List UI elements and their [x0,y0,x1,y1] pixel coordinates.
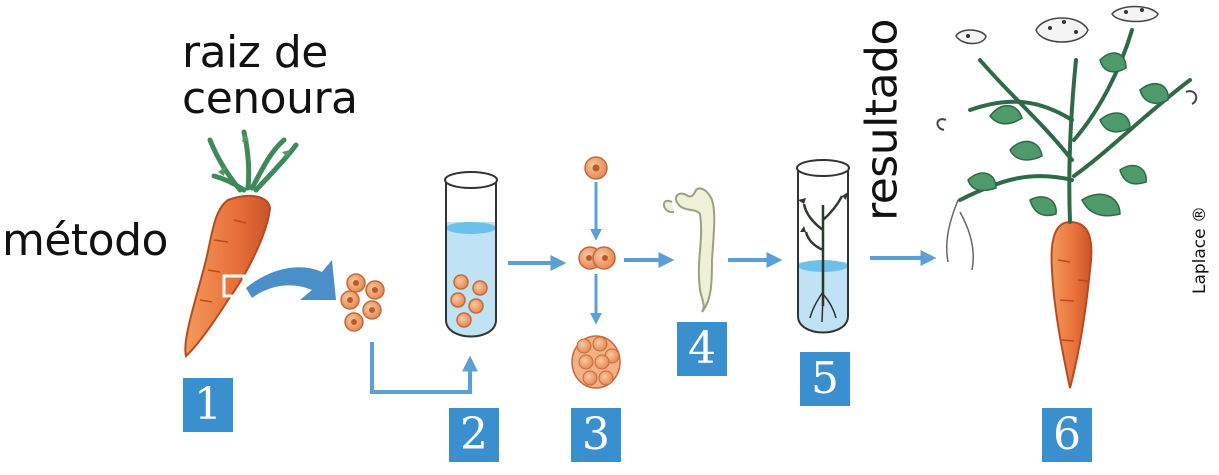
step-badge-4: 4 [677,322,727,376]
step-badge-6: 6 [1042,408,1092,462]
credit-label-text: Laplace ® [1190,205,1210,295]
step-badge-1: 1 [183,378,233,432]
carrot-root-label-line2: cenoura [182,73,358,124]
carrot-icon [184,129,299,358]
step-badge-3: 3 [571,408,621,462]
cells-icon [340,273,385,332]
carrot-root-label: raiz de cenoura [182,30,358,122]
step-badge-2: 2 [449,408,499,462]
test-tube-icon [444,171,498,338]
arrow-icon [246,260,336,300]
credit-label: Laplace ® [1188,180,1212,320]
method-label: método [2,215,168,266]
embryo-icon [663,187,716,313]
result-label-text: resultado [856,19,908,221]
result-label: resultado [832,0,932,240]
dividing-cell-icon [571,156,621,389]
step-badge-5: 5 [800,352,850,406]
arrow-icon [370,342,478,394]
plantlet-tube-icon [796,159,850,334]
carrot-plant-icon [936,5,1198,389]
carrot-root-label-line1: raiz de [182,27,328,78]
